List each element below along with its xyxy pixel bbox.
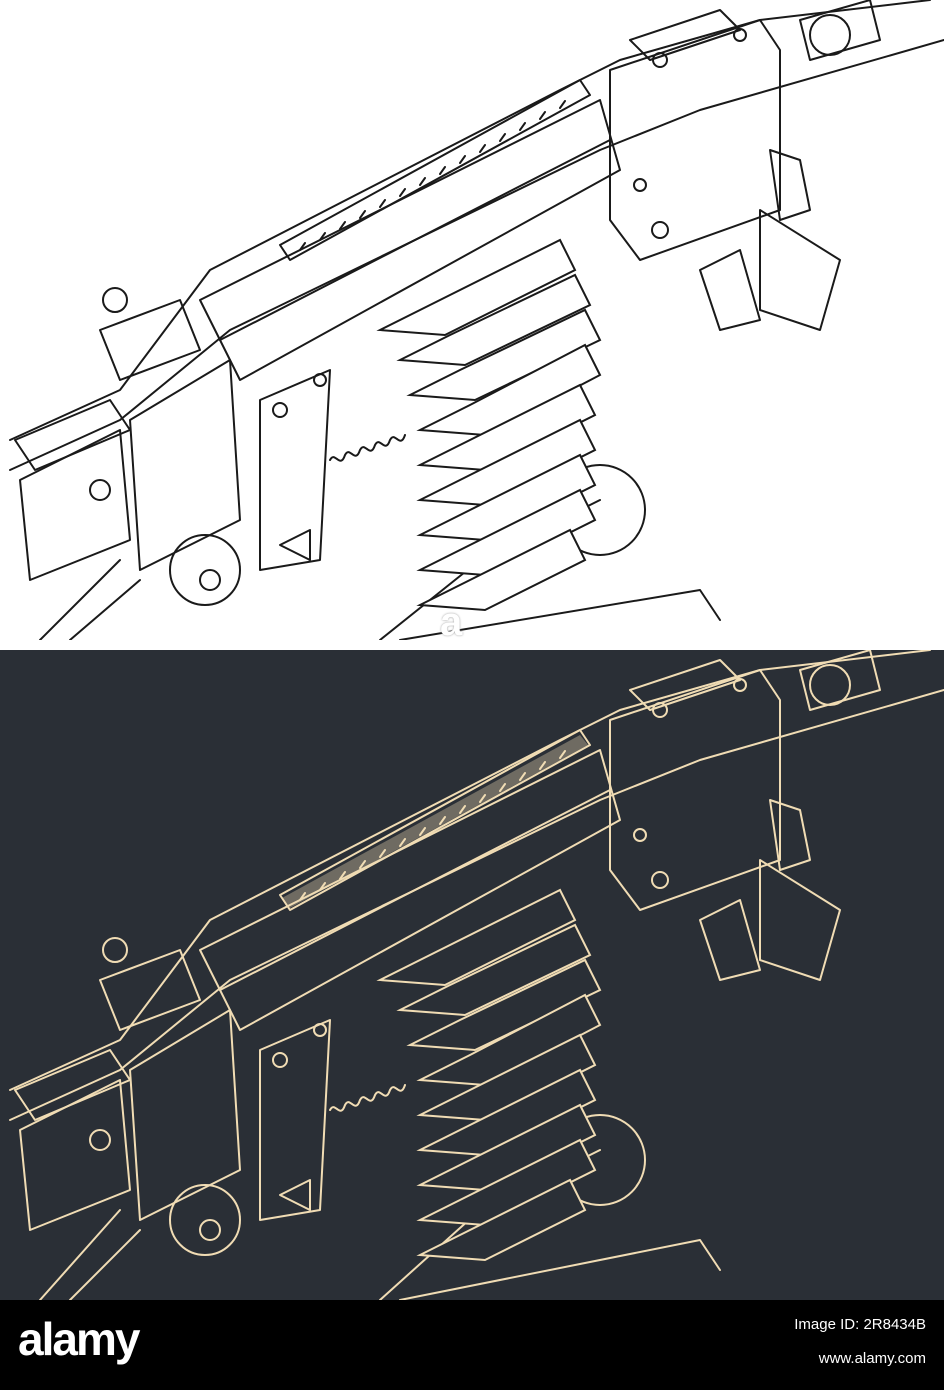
site-url: www.alamy.com — [818, 1350, 926, 1367]
alamy-logo: alamy — [18, 1313, 140, 1365]
image-id: Image ID: 2R8434B — [794, 1316, 926, 1333]
cartridge-belt-dark — [376, 888, 602, 1262]
machine-gun-illustration-dark — [0, 650, 944, 1300]
machine-gun-illustration-light: a — [0, 0, 944, 640]
machine-gun-drawing-light — [9, 0, 944, 640]
machine-gun-drawing-dark — [9, 650, 944, 1300]
stock-footer: alamy Image ID: 2R8434B www.alamy.com — [0, 1300, 944, 1390]
watermark-letter: a — [440, 600, 462, 640]
cartridge-belt — [376, 238, 602, 612]
rail-highlight — [282, 735, 588, 908]
